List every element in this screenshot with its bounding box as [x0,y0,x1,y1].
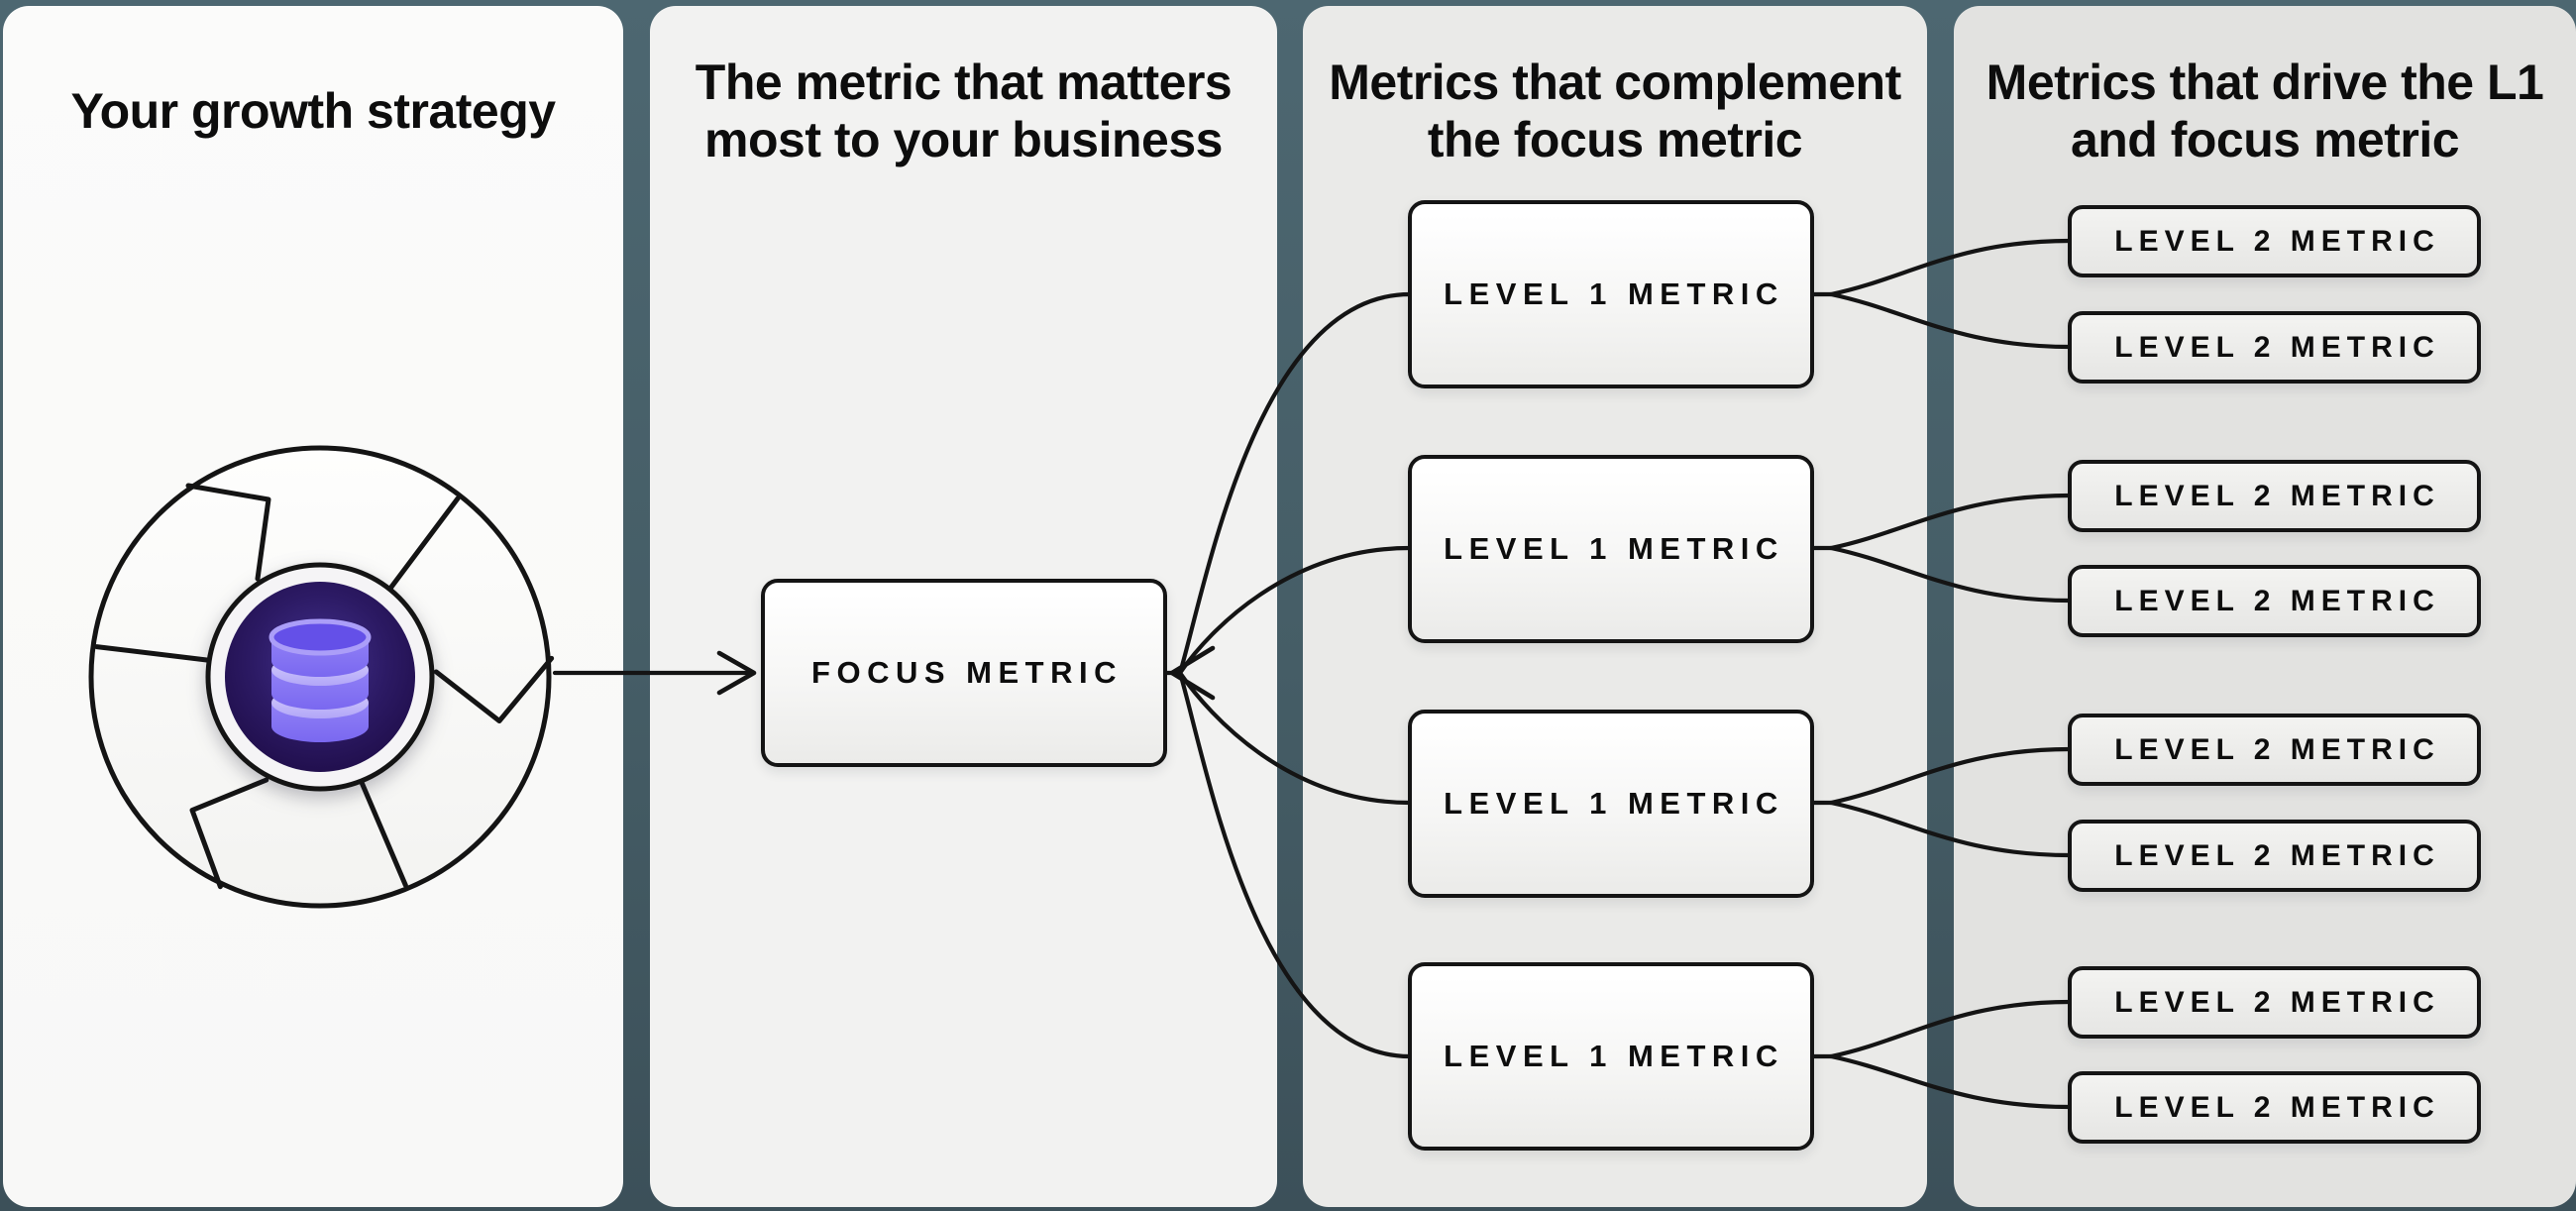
panel-title: The metric that matters [695,55,1233,110]
panel-focus-metric-header: The metric that matters most to your bus… [650,48,1277,174]
level1-metric-label: LEVEL 1 METRIC [1444,276,1784,311]
level1-metric-label: LEVEL 1 METRIC [1444,786,1784,821]
panel-growth-strategy-header: Your growth strategy [3,48,623,174]
level2-metric-label: LEVEL 2 METRIC [2114,224,2440,258]
panel-focus-metric: The metric that matters most to your bus… [650,6,1277,1207]
panel-title: Metrics that drive the L1 [1986,55,2544,110]
focus-metric-box: FOCUS METRIC [761,579,1167,767]
level2-metric-box-4: LEVEL 2 METRIC [2068,565,2481,637]
panel-level1-metrics-header: Metrics that complement the focus metric [1303,48,1927,174]
level2-metric-label: LEVEL 2 METRIC [2114,838,2440,872]
level2-metric-label: LEVEL 2 METRIC [2114,732,2440,766]
panel-title: Your growth strategy [70,83,556,139]
panel-title-line-2: most to your business [704,112,1223,167]
level2-metric-box-1: LEVEL 2 METRIC [2068,205,2481,277]
level2-metric-label: LEVEL 2 METRIC [2114,584,2440,617]
level1-metric-box-4: LEVEL 1 METRIC [1408,962,1814,1151]
panel-level2-metrics-header: Metrics that drive the L1 and focus metr… [1954,48,2576,174]
level2-metric-box-3: LEVEL 2 METRIC [2068,460,2481,532]
panel-title: Metrics that complement [1329,55,1901,110]
level2-metric-box-8: LEVEL 2 METRIC [2068,1071,2481,1144]
level2-metric-label: LEVEL 2 METRIC [2114,1090,2440,1124]
level1-metric-label: LEVEL 1 METRIC [1444,531,1784,566]
level2-metric-label: LEVEL 2 METRIC [2114,330,2440,364]
level1-metric-box-1: LEVEL 1 METRIC [1408,200,1814,388]
focus-metric-label: FOCUS METRIC [811,655,1123,690]
level2-metric-label: LEVEL 2 METRIC [2114,479,2440,512]
panel-title-line-2: and focus metric [2070,112,2460,167]
level1-metric-box-2: LEVEL 1 METRIC [1408,455,1814,643]
level2-metric-box-7: LEVEL 2 METRIC [2068,966,2481,1039]
panel-title-line-2: the focus metric [1427,112,1803,167]
level2-metric-box-6: LEVEL 2 METRIC [2068,820,2481,892]
level1-metric-box-3: LEVEL 1 METRIC [1408,710,1814,898]
level1-metric-label: LEVEL 1 METRIC [1444,1039,1784,1073]
level2-metric-label: LEVEL 2 METRIC [2114,985,2440,1019]
level2-metric-box-2: LEVEL 2 METRIC [2068,311,2481,384]
level2-metric-box-5: LEVEL 2 METRIC [2068,714,2481,786]
